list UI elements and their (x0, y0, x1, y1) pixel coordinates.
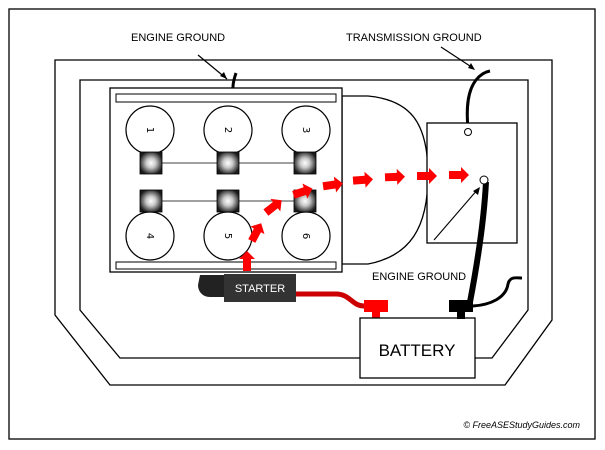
cylinder-6: 6 (281, 211, 331, 261)
pointer-arrowhead (220, 72, 227, 79)
engine-ground-right-pointer (433, 188, 479, 241)
spark-plug (216, 151, 240, 175)
transmission-ground-strap (465, 69, 491, 129)
current-flow-arrow (384, 168, 405, 185)
transmission-ground-label: TRANSMISSION GROUND (346, 32, 482, 44)
cylinder-5: 5 (203, 211, 253, 261)
negative-post (457, 312, 465, 319)
svg-text:6: 6 (300, 233, 311, 239)
battery (359, 317, 476, 379)
cylinder-2: 2 (203, 105, 253, 155)
pointer-arrowhead (473, 187, 480, 195)
current-flow-arrow (322, 176, 343, 193)
svg-text:3: 3 (300, 127, 311, 133)
engine-ground-right-label: ENGINE GROUND (372, 271, 466, 283)
svg-text:2: 2 (222, 127, 233, 133)
positive-cable (296, 291, 365, 309)
engine-ground-top-label: ENGINE GROUND (131, 32, 225, 44)
engine-top-rail (115, 93, 337, 103)
cylinder-3: 3 (281, 105, 331, 155)
positive-terminal (364, 300, 388, 312)
negative-terminal (449, 300, 473, 312)
transmission-ground-pointer (440, 46, 474, 69)
transmission-ground-bolt (464, 128, 472, 136)
cylinder-1: 1 (125, 105, 175, 155)
current-flow-arrow (449, 167, 469, 183)
positive-post (372, 312, 380, 319)
battery-label: BATTERY (379, 341, 456, 360)
spark-plug (216, 189, 240, 213)
vehicle-body-outer (54, 59, 553, 386)
starter-label: STARTER (235, 283, 285, 295)
engine-ground-bolt (479, 175, 489, 185)
current-flow-arrow (239, 251, 255, 271)
engine-ground-cable (467, 181, 489, 303)
engine-bottom-rail (115, 261, 337, 270)
svg-text:4: 4 (144, 233, 155, 239)
svg-text:5: 5 (222, 233, 233, 239)
starter-body (224, 274, 296, 302)
current-flow-arrows (239, 167, 469, 271)
vehicle-body-inner (79, 79, 529, 359)
current-flow-arrow (292, 183, 313, 199)
cylinder-4: 4 (125, 211, 175, 261)
pointer-arrowhead (468, 63, 475, 70)
spark-plug (293, 151, 317, 175)
body-ground-cable (472, 276, 523, 308)
transmission-case (426, 122, 518, 244)
spark-plug (139, 189, 163, 213)
copyright-text: © FreeASEStudyGuides.com (463, 420, 580, 430)
current-flow-arrow (248, 223, 265, 243)
current-flow-arrow (263, 198, 282, 216)
svg-text:1: 1 (144, 127, 155, 133)
spark-plug (139, 151, 163, 175)
current-flow-arrow (417, 168, 437, 184)
starter-solenoid (198, 275, 226, 297)
current-flow-arrow (352, 171, 373, 188)
